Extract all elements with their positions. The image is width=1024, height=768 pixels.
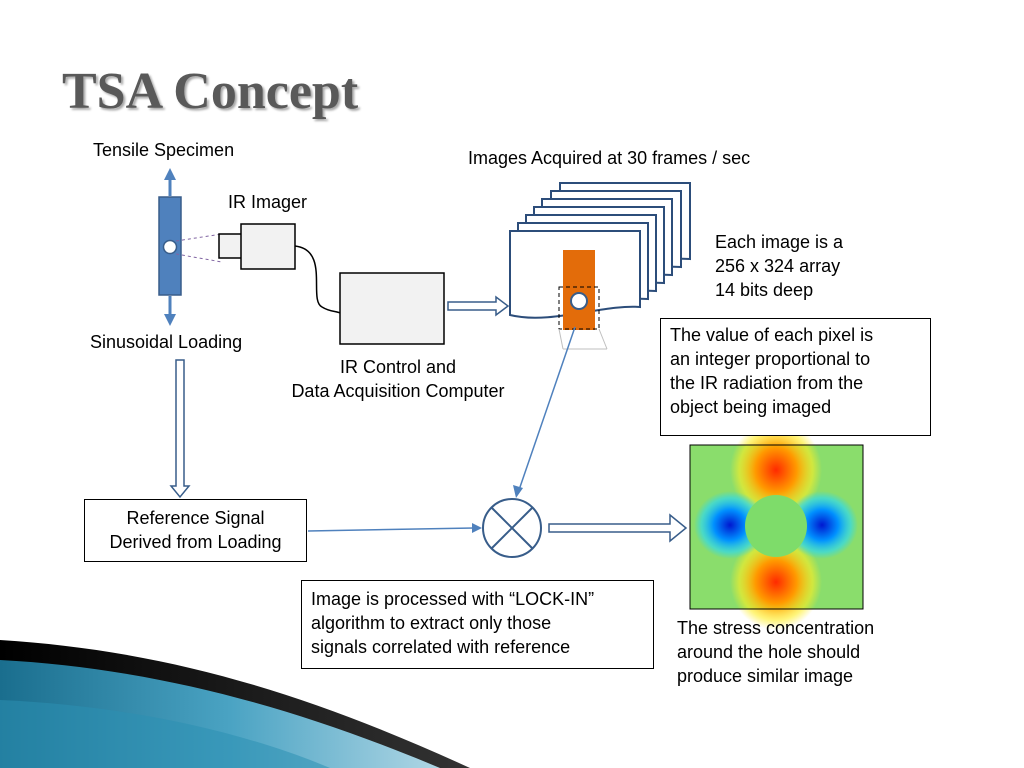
lock-in-note: Image is processed with “LOCK-IN” algori… — [301, 580, 654, 669]
computer-box — [339, 272, 445, 345]
reference-signal-box: Reference Signal Derived from Loading — [84, 499, 307, 562]
array-label: Each image is a 256 x 324 array 14 bits … — [715, 232, 844, 300]
loading-label: Sinusoidal Loading — [90, 332, 243, 352]
specimen-label: Tensile Specimen — [93, 140, 235, 160]
image-frame-stack — [509, 182, 691, 319]
computer-label: IR Control and Data Acquisition Computer — [291, 357, 505, 401]
reference-to-multiplier-arrow — [307, 523, 482, 533]
computer-to-frames-arrow — [447, 295, 510, 317]
frame-specimen — [558, 250, 608, 350]
decorative-swoosh — [0, 640, 470, 768]
stress-concentration-image — [689, 420, 864, 630]
frames-label: Images Acquired at 30 frames / sec — [468, 148, 751, 168]
slide-title: TSA Concept — [62, 63, 359, 120]
pixel-value-note: The value of each pixel is an integer pr… — [660, 318, 931, 436]
stress-label: The stress concentration around the hole… — [677, 618, 875, 686]
tensile-specimen — [158, 168, 182, 326]
imager-label: IR Imager — [228, 192, 308, 212]
loading-to-reference-arrow — [169, 359, 191, 499]
imager-cable — [294, 245, 341, 314]
multiplier-icon — [482, 498, 542, 558]
multiplier-to-result-arrow — [548, 513, 688, 543]
frame-to-multiplier-arrow — [513, 326, 576, 498]
ir-imager — [175, 223, 296, 270]
